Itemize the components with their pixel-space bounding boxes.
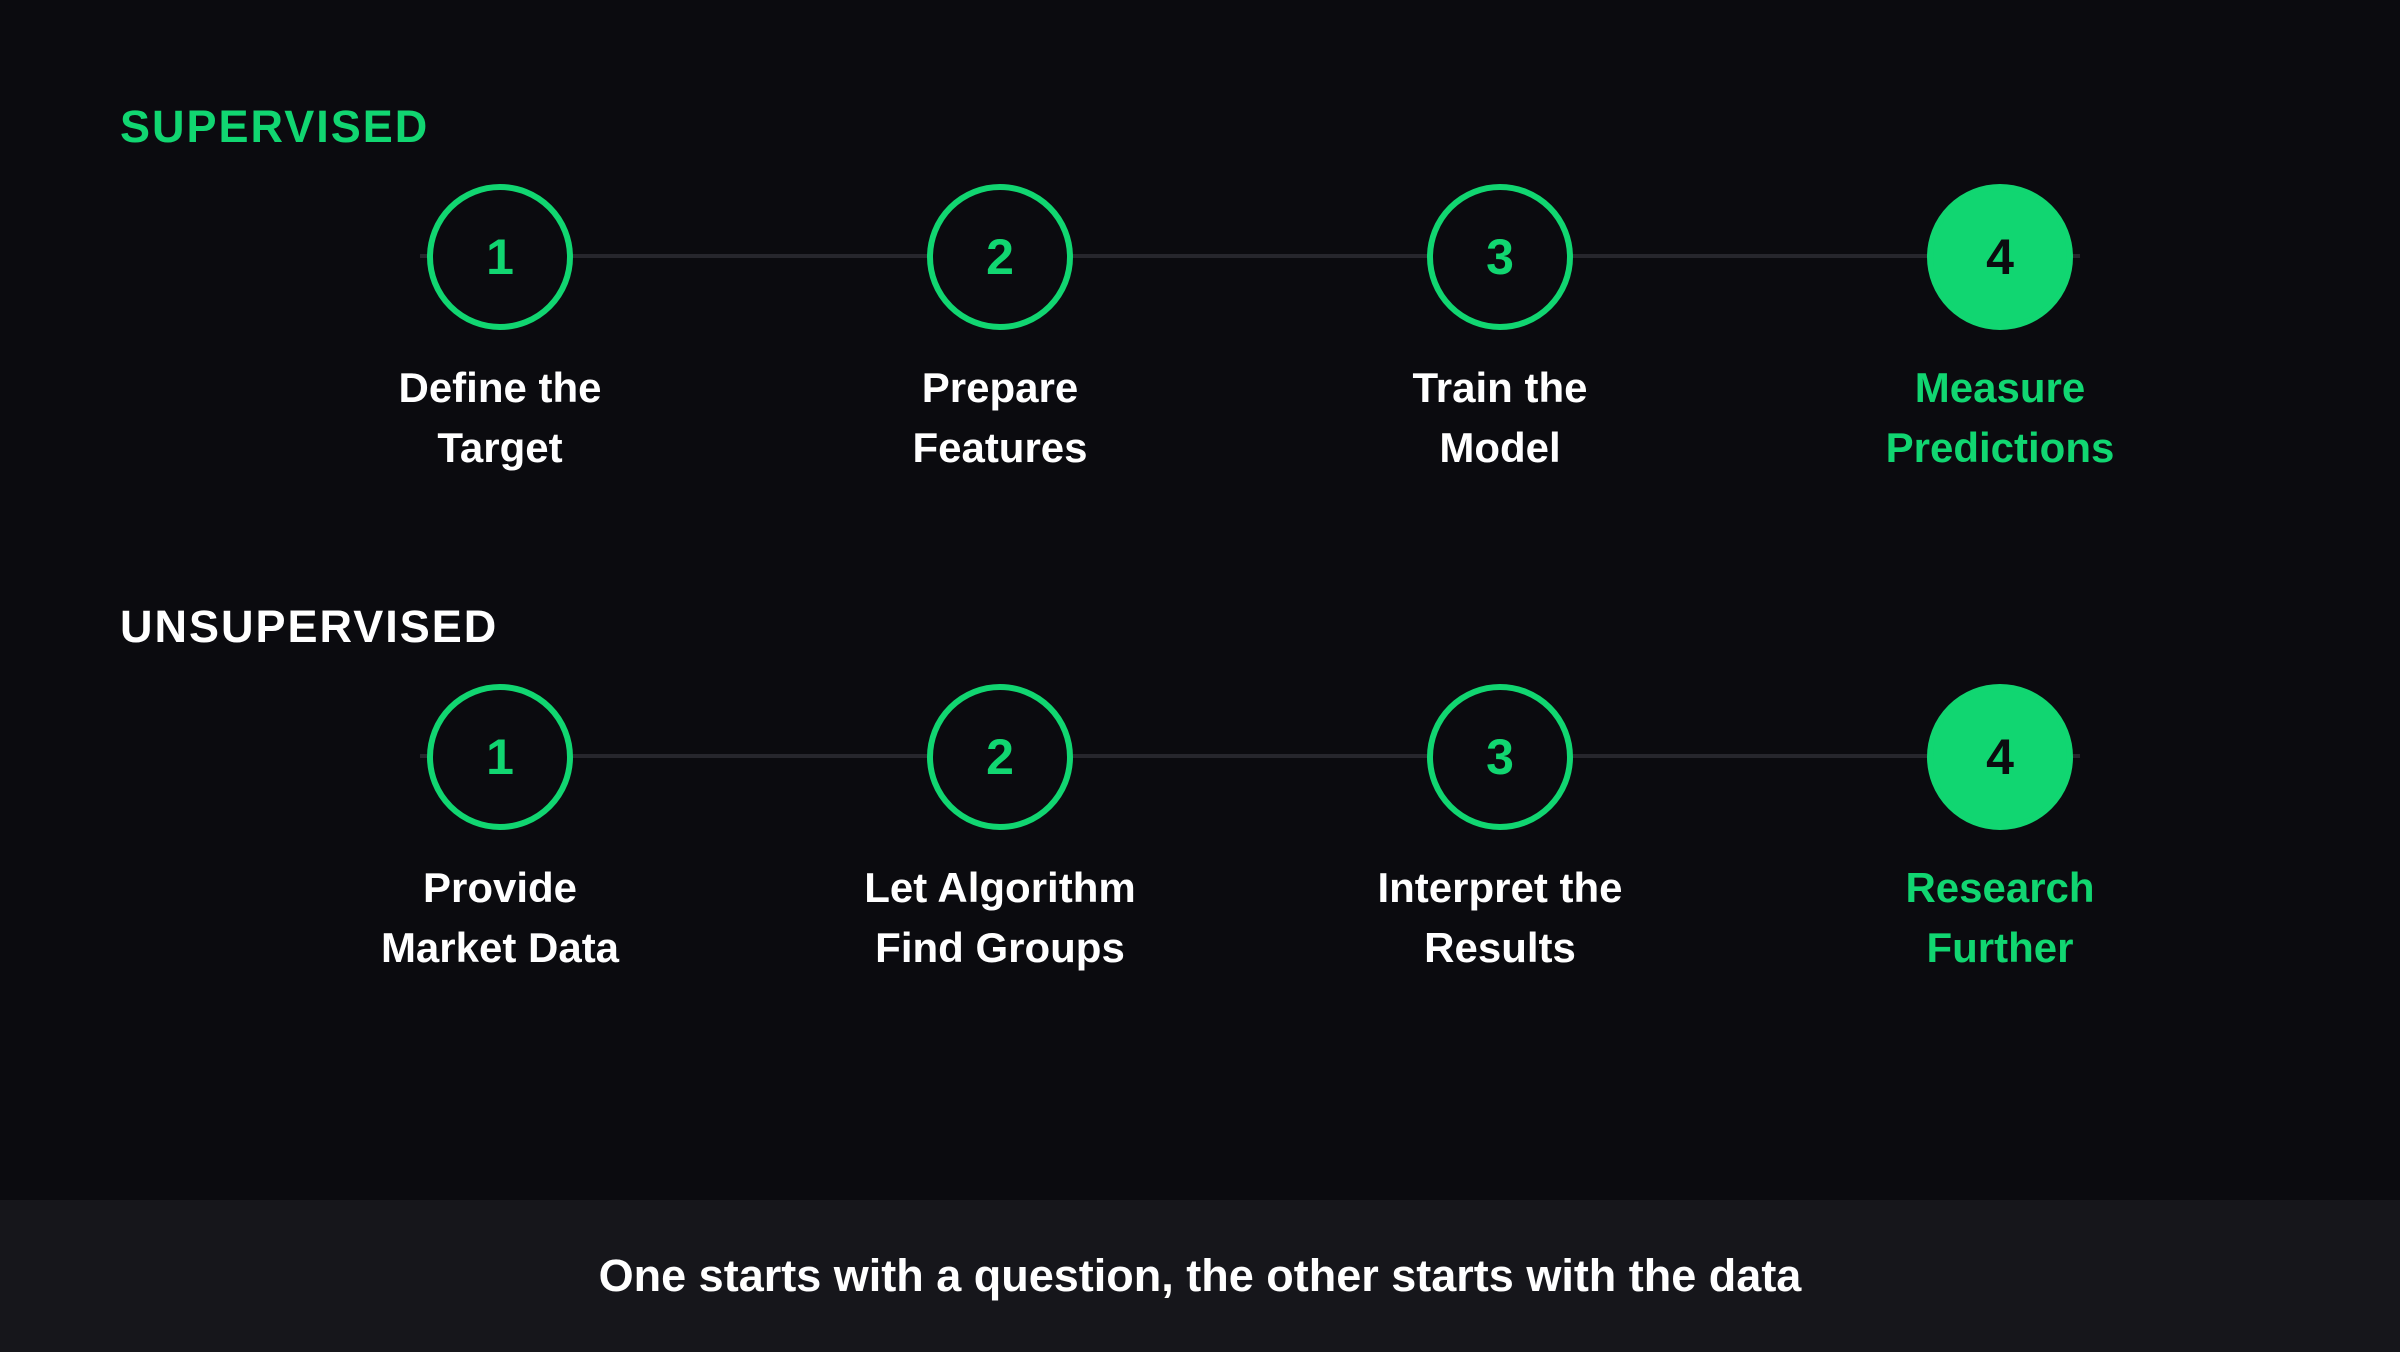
- step-label: Provide Market Data: [340, 858, 660, 978]
- supervised-step-1: 1 Define the Target: [340, 184, 660, 478]
- step-number-circle: 3: [1427, 184, 1573, 330]
- step-label-line: Further: [1926, 924, 2074, 971]
- step-label-line: Predictions: [1885, 424, 2115, 471]
- step-label: Prepare Features: [840, 358, 1160, 478]
- unsupervised-step-4: 4 Research Further: [1840, 684, 2160, 978]
- step-label-line: Research: [1905, 864, 2095, 911]
- footer-caption: One starts with a question, the other st…: [598, 1250, 1802, 1301]
- step-label-line: Interpret the: [1377, 864, 1623, 911]
- step-label-highlighted: Research Further: [1840, 858, 2160, 978]
- step-label: Let Algorithm Find Groups: [840, 858, 1160, 978]
- step-label-line: Train the: [1412, 364, 1588, 411]
- step-number-circle-filled: 4: [1927, 184, 2073, 330]
- step-label: Interpret the Results: [1340, 858, 1660, 978]
- unsupervised-section-title: UNSUPERVISED: [120, 601, 499, 652]
- step-label-line: Prepare: [921, 364, 1079, 411]
- step-label-line: Let Algorithm: [864, 864, 1136, 911]
- step-label-highlighted: Measure Predictions: [1840, 358, 2160, 478]
- supervised-step-2: 2 Prepare Features: [840, 184, 1160, 478]
- step-number-circle: 3: [1427, 684, 1573, 830]
- step-number-circle-filled: 4: [1927, 684, 2073, 830]
- step-label: Define the Target: [340, 358, 660, 478]
- step-label-line: Provide: [422, 864, 578, 911]
- step-label-line: Market Data: [380, 924, 620, 971]
- step-label-line: Find Groups: [875, 924, 1125, 971]
- supervised-section-title: SUPERVISED: [120, 101, 430, 152]
- step-label-line: Define the: [398, 364, 602, 411]
- step-label-line: Model: [1439, 424, 1561, 471]
- unsupervised-track-line: [420, 754, 2080, 758]
- step-label-line: Features: [912, 424, 1088, 471]
- step-label: Train the Model: [1340, 358, 1660, 478]
- supervised-track-line: [420, 254, 2080, 258]
- supervised-step-4: 4 Measure Predictions: [1840, 184, 2160, 478]
- unsupervised-step-1: 1 Provide Market Data: [340, 684, 660, 978]
- step-number-circle: 1: [427, 184, 573, 330]
- unsupervised-step-2: 2 Let Algorithm Find Groups: [840, 684, 1160, 978]
- step-label-line: Target: [437, 424, 563, 471]
- step-number-circle: 1: [427, 684, 573, 830]
- step-label-line: Measure: [1914, 364, 2086, 411]
- unsupervised-step-3: 3 Interpret the Results: [1340, 684, 1660, 978]
- step-number-circle: 2: [927, 184, 1073, 330]
- supervised-step-3: 3 Train the Model: [1340, 184, 1660, 478]
- step-label-line: Results: [1424, 924, 1576, 971]
- step-number-circle: 2: [927, 684, 1073, 830]
- footer-banner: One starts with a question, the other st…: [0, 1200, 2400, 1352]
